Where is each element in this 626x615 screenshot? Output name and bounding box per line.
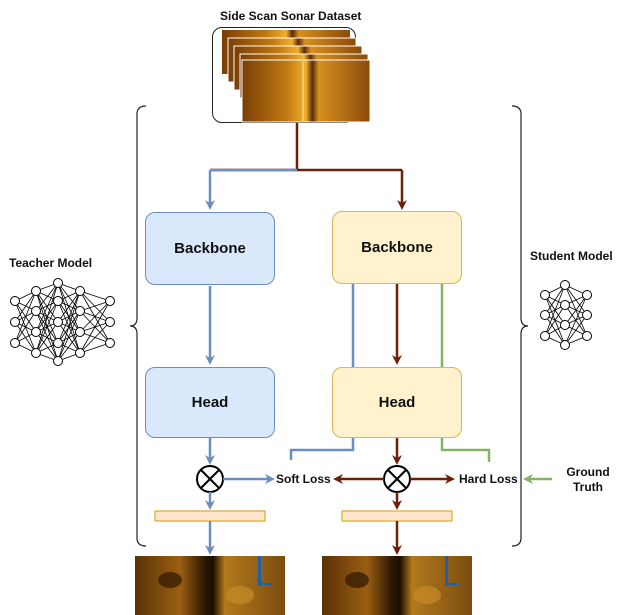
network-node [560, 340, 570, 350]
teacher-multiply-icon [196, 465, 224, 493]
network-node [53, 296, 63, 306]
student-multiply-icon [383, 465, 411, 493]
student-head-box: Head [332, 367, 462, 438]
network-node [75, 348, 85, 358]
student-model-label: Student Model [530, 249, 613, 263]
network-node [75, 286, 85, 296]
network-node [582, 290, 592, 300]
network-node [582, 331, 592, 341]
hard-loss-feedback-arrow [437, 213, 491, 462]
student-result-image [322, 556, 472, 615]
network-node [540, 290, 550, 300]
network-node [31, 327, 41, 337]
network-node [10, 338, 20, 348]
teacher-model-label: Teacher Model [9, 256, 93, 270]
teacher-backbone-box: Backbone [145, 212, 275, 285]
dataset-title: Side Scan Sonar Dataset [220, 9, 362, 23]
network-node [53, 338, 63, 348]
network-node [105, 296, 115, 306]
sonar-stack-images [222, 30, 371, 123]
teacher-network-icon [10, 278, 115, 366]
network-node [540, 331, 550, 341]
soft-loss-feedback-arrow [289, 213, 358, 460]
soft-loss-label: Soft Loss [276, 472, 331, 486]
network-node [31, 306, 41, 316]
student-brace [511, 105, 529, 547]
network-node [31, 286, 41, 296]
teacher-head-box: Head [145, 367, 275, 438]
network-node [10, 317, 20, 327]
network-node [53, 278, 63, 288]
network-node [560, 320, 570, 330]
student-output-bar [341, 510, 453, 522]
network-node [560, 280, 570, 290]
network-node [10, 296, 20, 306]
network-node [53, 317, 63, 327]
teacher-brace [129, 105, 147, 547]
network-node [31, 348, 41, 358]
dataset-split-line [210, 123, 402, 172]
network-node [582, 310, 592, 320]
network-node [105, 338, 115, 348]
network-node [540, 310, 550, 320]
student-network-icon [540, 280, 592, 350]
hard-loss-label: Hard Loss [459, 472, 518, 486]
ground-truth-label: Ground Truth [566, 465, 610, 494]
network-node [560, 300, 570, 310]
teacher-result-image [135, 556, 285, 615]
teacher-output-bar [154, 510, 266, 522]
student-backbone-box: Backbone [332, 211, 462, 284]
network-node [53, 356, 63, 366]
network-node [105, 317, 115, 327]
network-node [75, 306, 85, 316]
network-node [75, 327, 85, 337]
